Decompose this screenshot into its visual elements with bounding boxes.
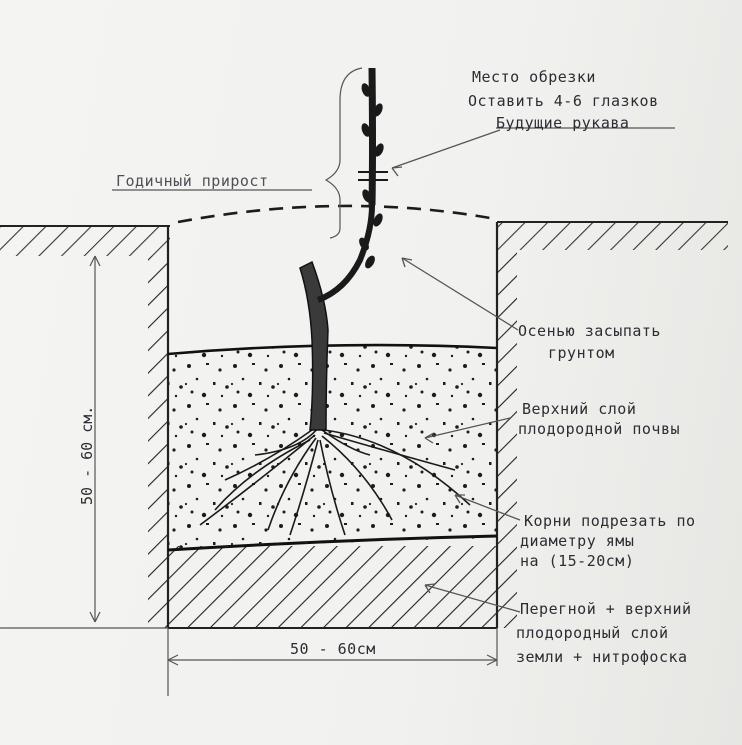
roots-label-line2: диаметру ямы [520, 532, 635, 550]
roots-label-line3: на (15-20см) [520, 552, 635, 570]
topsoil-label-line1: Верхний слой [522, 400, 637, 418]
humus-label-line2: плодородный слой [516, 624, 669, 642]
depth-dimension-line [0, 255, 168, 629]
depth-dimension-label: 50 - 60 см. [78, 405, 96, 505]
autumn-label-line1: Осенью засыпать [518, 322, 661, 340]
pruning-label-line2: Оставить 4-6 глазков [468, 92, 659, 110]
ground-surface-left [0, 225, 170, 256]
roots [199, 427, 471, 536]
width-dimension-line [167, 628, 498, 696]
autumn-label-line2: грунтом [548, 344, 615, 362]
width-dimension-label: 50 - 60см [290, 640, 376, 658]
label-arrows [112, 127, 675, 613]
pruning-label-line3: Будущие рукава [496, 114, 630, 132]
pit-left-wall [148, 226, 170, 628]
vine-trunk [299, 67, 376, 431]
pruning-label-line1: Место обрезки [472, 68, 596, 86]
topsoil-layer [167, 343, 498, 550]
annual-growth-label: Годичный прирост [116, 172, 269, 190]
humus-label-line1: Перегной + верхний [520, 600, 692, 618]
roots-label-line1: Корни подрезать по [524, 512, 696, 530]
ground-surface-right [497, 221, 728, 250]
backfill-dashed-line [177, 204, 491, 224]
pruning-cut-marks [358, 171, 388, 181]
vine-buds [359, 83, 384, 269]
humus-label-line3: земли + нитрофоска [516, 648, 688, 666]
pit-right-wall [495, 222, 517, 628]
annual-growth-brace [324, 67, 363, 239]
topsoil-label-line2: плодородной почвы [518, 420, 681, 438]
humus-layer [167, 534, 498, 629]
